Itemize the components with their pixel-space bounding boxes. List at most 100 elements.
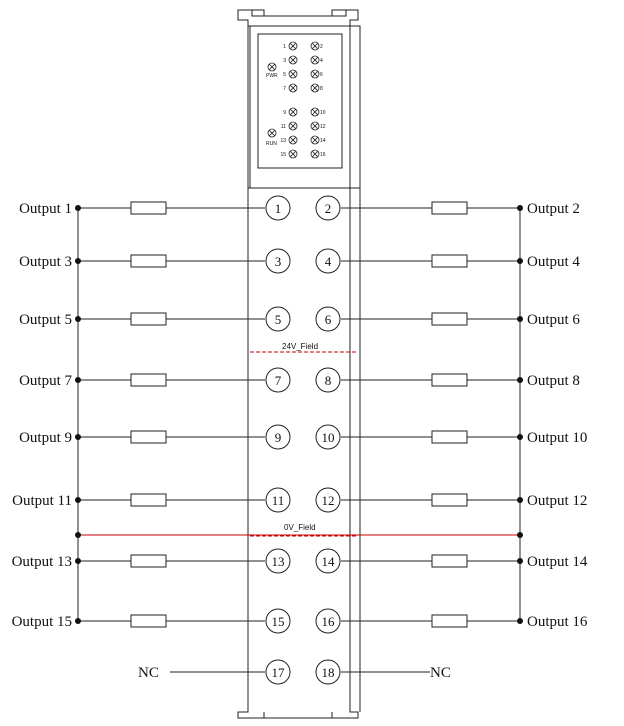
led-panel-inner (257, 33, 343, 169)
terminal-label: 8 (325, 373, 332, 388)
terminal-18-label: 18 (322, 665, 335, 680)
channel-led-label: 12 (320, 124, 326, 130)
channel-led-label: 14 (320, 138, 326, 144)
pwr-led-icon (267, 62, 277, 72)
terminal-13 (265, 548, 291, 574)
left-resistor (130, 554, 167, 568)
channel-led-label: 3 (283, 58, 286, 64)
right-junction-dot (517, 205, 523, 211)
right-resistor (431, 373, 468, 387)
terminal-label: 10 (322, 430, 335, 445)
right-junction-dot (517, 558, 523, 564)
terminal-label: 16 (322, 614, 336, 629)
channel-led-icon (310, 83, 320, 93)
output-label-right: Output 2 (527, 201, 580, 217)
output-label-left: Output 5 (19, 312, 72, 328)
left-resistor (130, 254, 167, 268)
left-junction-dot (75, 618, 81, 624)
channel-led-icon (310, 121, 320, 131)
left-junction-dot (75, 434, 81, 440)
right-bus-junction-0v (517, 532, 523, 538)
left-junction-dot (75, 377, 81, 383)
channel-led-label: 2 (320, 44, 323, 50)
nc-row: NC NC 17 18 (138, 659, 451, 685)
left-resistor (130, 201, 167, 215)
channel-led-label: 8 (320, 86, 323, 92)
channel-led-label: 6 (320, 72, 323, 78)
left-bus-junction-0v (75, 532, 81, 538)
housing-top-notch (238, 9, 358, 17)
terminal-label: 1 (275, 201, 282, 216)
right-junction-dot (517, 316, 523, 322)
terminal-label: 15 (272, 614, 285, 629)
output-label-right: Output 10 (527, 430, 587, 446)
housing-bottom-notch (237, 712, 359, 719)
terminal-12 (315, 487, 341, 513)
channel-led-icon (310, 149, 320, 159)
output-label-right: Output 12 (527, 493, 587, 509)
output-label-right: Output 14 (527, 554, 588, 570)
output-label-left: Output 1 (19, 201, 72, 217)
output-row: 7 8 Output 7 Output 8 (19, 367, 580, 393)
terminal-label: 11 (272, 493, 285, 508)
terminal-label: 7 (275, 373, 282, 388)
terminal-16 (315, 608, 341, 634)
terminal-14 (315, 548, 341, 574)
nc-right-label: NC (430, 665, 451, 681)
terminal-label: 6 (325, 312, 332, 327)
terminal-label: 4 (325, 254, 332, 269)
right-resistor (431, 430, 468, 444)
left-junction-dot (75, 497, 81, 503)
right-junction-dot (517, 497, 523, 503)
channel-led-icon (288, 135, 298, 145)
nc-left-label: NC (138, 665, 159, 681)
left-resistor (130, 493, 167, 507)
terminal-17 (265, 659, 291, 685)
right-resistor (431, 554, 468, 568)
terminal-17-label: 17 (272, 665, 286, 680)
output-label-left: Output 13 (12, 554, 72, 570)
terminal-label: 9 (275, 430, 282, 445)
right-junction-dot (517, 618, 523, 624)
terminal-8 (315, 367, 341, 393)
run-led-icon (267, 128, 277, 138)
channel-led-icon (288, 83, 298, 93)
right-resistor (431, 254, 468, 268)
channel-led-label: 7 (283, 86, 286, 92)
terminal-15 (265, 608, 291, 634)
pwr-led-label: PWR (266, 73, 278, 79)
left-resistor (130, 373, 167, 387)
right-junction-dot (517, 258, 523, 264)
channel-led-icon (310, 55, 320, 65)
terminal-11 (265, 487, 291, 513)
left-junction-dot (75, 205, 81, 211)
output-label-left: Output 7 (19, 373, 72, 389)
module-housing (237, 9, 359, 719)
channel-led-label: 4 (320, 58, 323, 64)
output-row: 9 10 Output 9 Output 10 (19, 424, 587, 450)
left-junction-dot (75, 258, 81, 264)
output-label-left: Output 9 (19, 430, 72, 446)
terminal-10 (315, 424, 341, 450)
channel-led-label: 16 (320, 152, 326, 158)
output-label-right: Output 8 (527, 373, 580, 389)
terminal-label: 3 (275, 254, 282, 269)
right-resistor (431, 493, 468, 507)
left-junction-dot (75, 316, 81, 322)
channel-led-icon (288, 107, 298, 117)
right-resistor (431, 312, 468, 326)
channel-led-icon (288, 121, 298, 131)
channel-led-label: 1 (283, 44, 286, 50)
left-resistor (130, 312, 167, 326)
channel-led-icon (310, 69, 320, 79)
channel-led-icon (288, 69, 298, 79)
terminal-7 (265, 367, 291, 393)
terminal-label: 14 (322, 554, 336, 569)
separator-24v-label: 24V_Field (282, 342, 318, 351)
